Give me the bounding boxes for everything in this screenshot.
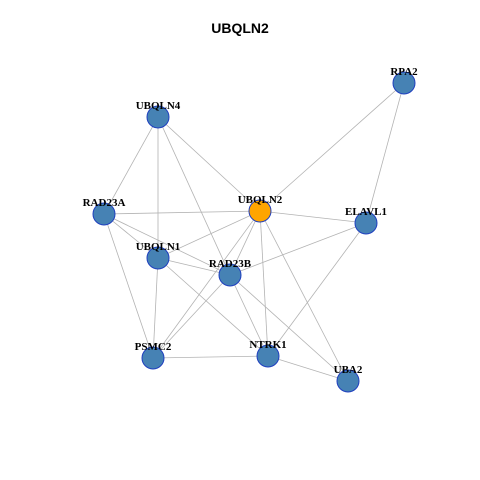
edge-ubqln4-rad23a — [103, 116, 159, 215]
node-psmc2[interactable] — [141, 346, 165, 370]
graph-title: UBQLN2 — [211, 20, 269, 36]
node-ubqln1[interactable] — [146, 246, 170, 270]
edge-rad23a-ubqln1 — [103, 213, 159, 259]
node-ntrk1[interactable] — [256, 344, 280, 368]
edge-ubqln2-ubqln1 — [157, 210, 261, 259]
edge-elavl1-ntrk1 — [267, 222, 367, 357]
edge-ubqln2-uba2 — [259, 210, 349, 382]
node-uba2[interactable] — [336, 369, 360, 393]
node-label-ntrk1: NTRK1 — [249, 339, 286, 351]
edge-ubqln2-psmc2 — [152, 210, 261, 359]
edge-psmc2-ntrk1 — [152, 355, 269, 359]
node-label-ubqln1: UBQLN1 — [136, 241, 181, 253]
edge-rad23b-elavl1 — [229, 222, 367, 276]
node-label-elavl1: ELAVL1 — [345, 206, 387, 218]
edge-layer — [103, 82, 405, 382]
edge-ubqln2-ubqln4 — [157, 116, 261, 212]
node-ubqln2[interactable] — [248, 199, 272, 223]
node-label-psmc2: PSMC2 — [135, 341, 172, 353]
node-rad23b[interactable] — [218, 263, 242, 287]
node-rad23a[interactable] — [92, 202, 116, 226]
node-label-ubqln4: UBQLN4 — [136, 100, 181, 112]
node-layer — [92, 71, 416, 393]
node-ubqln4[interactable] — [146, 105, 170, 129]
node-label-rpa2: RPA2 — [390, 66, 418, 78]
edge-ubqln2-elavl1 — [259, 210, 367, 224]
node-rpa2[interactable] — [392, 71, 416, 95]
edge-rad23a-rad23b — [103, 213, 231, 276]
edge-ubqln1-ntrk1 — [157, 257, 269, 357]
edge-ubqln2-rpa2 — [259, 82, 405, 212]
node-label-ubqln2: UBQLN2 — [238, 194, 283, 206]
edge-rad23a-psmc2 — [103, 213, 154, 359]
node-label-uba2: UBA2 — [334, 364, 363, 376]
edge-rpa2-elavl1 — [365, 82, 405, 224]
edge-rad23b-psmc2 — [152, 274, 231, 359]
edge-ubqln2-rad23b — [229, 210, 261, 276]
edge-ubqln2-rad23a — [103, 210, 261, 215]
edge-ubqln1-rad23b — [157, 257, 231, 276]
node-label-rad23a: RAD23A — [83, 197, 126, 209]
node-elavl1[interactable] — [354, 211, 378, 235]
edge-rad23b-ntrk1 — [229, 274, 269, 357]
edge-ubqln1-psmc2 — [152, 257, 159, 359]
node-label-rad23b: RAD23B — [209, 258, 252, 270]
edge-ubqln2-ntrk1 — [259, 210, 269, 357]
edge-ntrk1-uba2 — [267, 355, 349, 382]
edge-ubqln4-rad23b — [157, 116, 231, 276]
